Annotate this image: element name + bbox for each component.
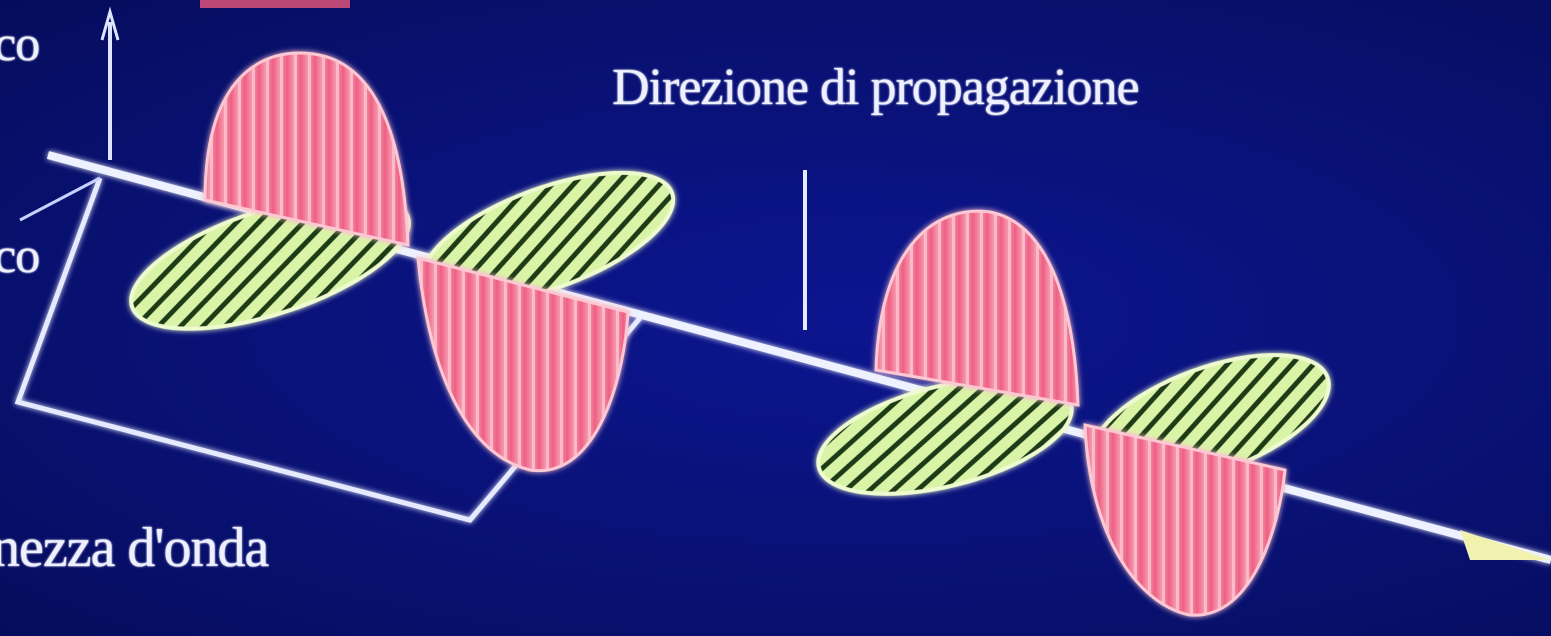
electric-field-label: co: [0, 14, 39, 72]
magnetic-field-label: co: [0, 226, 39, 284]
wavelength-label: nezza d'onda: [0, 516, 268, 580]
cropped-red-lobe: [200, 0, 350, 8]
electric-lobe-3: [876, 211, 1078, 405]
electric-lobe-2: [418, 258, 628, 471]
propagation-direction-label: Direzione di propagazione: [612, 58, 1139, 117]
propagation-arrowhead: [1460, 530, 1551, 560]
electric-lobe-1: [205, 53, 408, 245]
